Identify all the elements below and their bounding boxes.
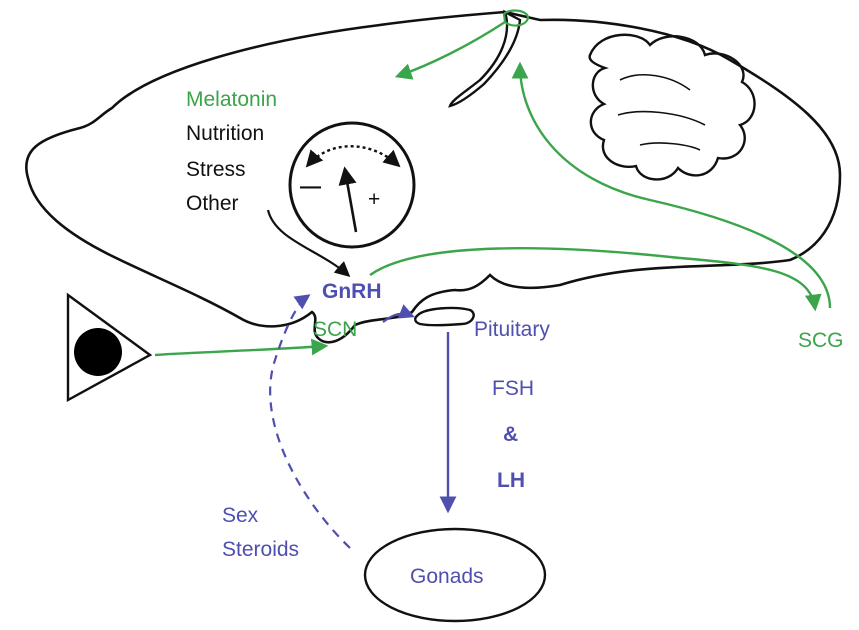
dial-plus-sign: + xyxy=(368,188,380,211)
label-steroids: Steroids xyxy=(222,538,299,561)
cerebellum-folds xyxy=(590,35,755,180)
scg-to-pineal-arrow xyxy=(520,65,830,308)
retina-to-scn-arrow xyxy=(155,346,325,355)
pituitary-gland xyxy=(415,308,473,325)
label-melatonin: Melatonin xyxy=(186,88,277,111)
label-scg: SCG xyxy=(798,329,844,352)
label-other: Other xyxy=(186,192,239,215)
label-lh: LH xyxy=(497,469,525,492)
melatonin-release-arrow xyxy=(398,22,505,76)
label-scn: SCN xyxy=(313,318,357,341)
cerebellum-inner xyxy=(618,75,705,150)
eye-pupil xyxy=(74,328,122,376)
pineal-stalk xyxy=(450,12,520,106)
label-nutrition: Nutrition xyxy=(186,122,264,145)
label-stress: Stress xyxy=(186,158,246,181)
label-sex: Sex xyxy=(222,504,259,527)
label-gonads: Gonads xyxy=(410,565,484,588)
dial-minus-sign: — xyxy=(300,175,321,198)
scn-to-scg-arrow xyxy=(370,248,815,308)
label-pituitary: Pituitary xyxy=(474,318,550,341)
label-ampersand: & xyxy=(503,423,518,446)
label-fsh: FSH xyxy=(492,377,534,400)
label-gnrh: GnRH xyxy=(322,280,382,303)
